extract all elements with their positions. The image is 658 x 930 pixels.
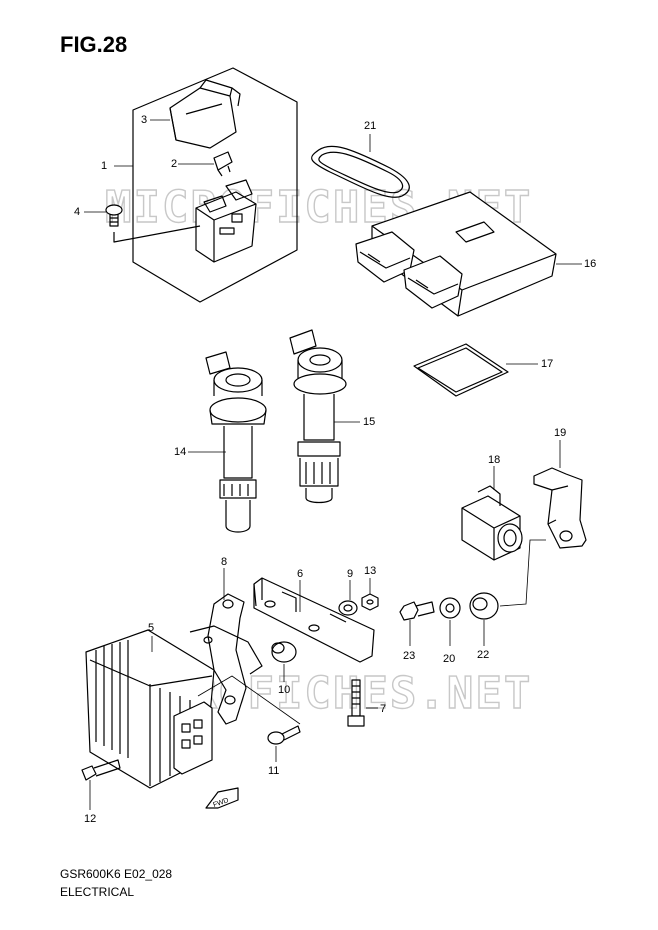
leader-lines [84, 119, 582, 810]
screw-part-4 [105, 204, 201, 243]
bracket-part-19 [533, 467, 587, 549]
callout-7: 7 [380, 703, 387, 715]
callout-5: 5 [148, 622, 155, 634]
fuse-part-2 [213, 151, 233, 177]
callout-20: 20 [443, 653, 456, 665]
callout-15: 15 [363, 416, 376, 428]
connector-part-18 [461, 485, 523, 561]
ignition-coil-part-14 [205, 351, 267, 533]
callout-1: 1 [101, 160, 108, 172]
callout-17: 17 [541, 358, 554, 370]
callout-16: 16 [584, 258, 597, 270]
callout-12: 12 [84, 813, 97, 825]
callout-22: 22 [477, 649, 490, 661]
bolt-part-23 [399, 601, 435, 621]
callout-21: 21 [364, 120, 377, 132]
nut-part-13 [361, 593, 379, 611]
washer-part-20 [439, 597, 461, 619]
ignition-coil-part-15 [289, 329, 347, 504]
collar-part-9 [338, 600, 358, 616]
callout-8: 8 [221, 556, 228, 568]
callout-14: 14 [174, 446, 187, 458]
relay-assembly-box [132, 67, 298, 303]
seal-ring-part-21 [311, 145, 410, 198]
starter-relay [195, 179, 257, 263]
grommet-part-10 [271, 641, 297, 663]
callout-13: 13 [364, 565, 377, 577]
screw-part-11 [267, 725, 301, 745]
callout-18: 18 [488, 454, 501, 466]
callout-23: 23 [403, 650, 416, 662]
relay-cover-part-3 [169, 79, 241, 149]
callout-9: 9 [347, 568, 354, 580]
callout-11: 11 [268, 765, 280, 777]
figure-title: FIG.28 [60, 32, 128, 57]
regulator-part-5 [85, 629, 215, 789]
section-name: ELECTRICAL [60, 885, 135, 899]
bracket-part-6 [253, 577, 375, 663]
grommet-part-22 [469, 592, 499, 620]
callout-4: 4 [74, 206, 81, 218]
pad-part-17 [413, 343, 509, 397]
callout-3: 3 [141, 114, 148, 126]
bolt-part-12 [81, 759, 121, 781]
drawing-code: GSR600K6 E02_028 [60, 867, 173, 881]
callout-10: 10 [278, 684, 291, 696]
callout-2: 2 [171, 158, 178, 170]
forward-arrow-icon [205, 787, 239, 809]
callout-19: 19 [554, 427, 567, 439]
ecm-unit-part-16 [355, 191, 557, 317]
bolt-part-7 [347, 679, 365, 727]
callout-6: 6 [297, 568, 304, 580]
